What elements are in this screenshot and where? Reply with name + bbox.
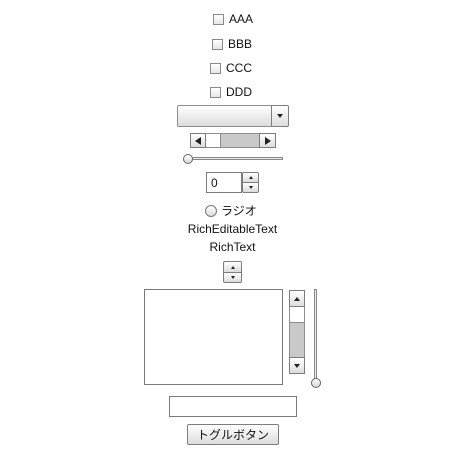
toggle-button[interactable]: トグルボタン xyxy=(187,424,279,445)
radio-circle[interactable] xyxy=(205,204,217,217)
checkbox-bbb-box[interactable] xyxy=(212,38,223,50)
stepper-down-button[interactable] xyxy=(242,182,259,193)
chevron-down-icon xyxy=(277,114,283,118)
arrow-right-icon xyxy=(264,136,271,145)
arrow-left-icon xyxy=(195,136,201,145)
combo-dropdown-button[interactable] xyxy=(271,105,289,127)
horizontal-slider[interactable] xyxy=(183,153,284,165)
vertical-scrollbar[interactable] xyxy=(289,290,305,374)
vertical-scroll-thumb[interactable] xyxy=(290,323,304,357)
checkbox-ccc-label: CCC xyxy=(226,61,252,75)
spinner-down-button[interactable] xyxy=(223,272,242,283)
radio-button[interactable]: ラジオ xyxy=(205,202,257,219)
numeric-stepper-input[interactable]: 0 xyxy=(206,172,242,193)
combo-box[interactable] xyxy=(177,105,289,127)
arrow-up-icon xyxy=(248,176,253,179)
checkbox-ddd-box[interactable] xyxy=(210,86,221,98)
checkbox-ddd[interactable]: DDD xyxy=(210,85,252,99)
horizontal-scrollbar[interactable] xyxy=(190,133,276,148)
scroll-right-button[interactable] xyxy=(259,133,276,148)
rich-editable-text[interactable]: RichEditableText xyxy=(0,222,465,236)
horizontal-slider-thumb[interactable] xyxy=(183,154,193,164)
checkbox-bbb-label: BBB xyxy=(228,37,253,51)
vertical-slider-thumb[interactable] xyxy=(311,378,321,388)
horizontal-slider-track[interactable] xyxy=(187,157,283,160)
checkbox-ddd-label: DDD xyxy=(226,85,252,99)
scroll-left-button[interactable] xyxy=(190,133,206,148)
toggle-button-label: トグルボタン xyxy=(196,428,269,442)
arrow-down-icon xyxy=(230,276,235,279)
horizontal-scroll-thumb[interactable] xyxy=(221,134,259,147)
vertical-scroll-track[interactable] xyxy=(290,307,304,323)
checkbox-bbb[interactable]: BBB xyxy=(212,37,252,51)
combo-box-field[interactable] xyxy=(177,105,272,127)
vertical-slider[interactable] xyxy=(310,289,322,389)
checkbox-aaa-box[interactable] xyxy=(213,13,224,25)
spinner[interactable] xyxy=(223,261,242,283)
radio-label: ラジオ xyxy=(221,204,257,218)
rich-text-content: RichText xyxy=(209,240,256,254)
arrow-down-icon xyxy=(248,186,253,189)
numeric-stepper[interactable]: 0 xyxy=(206,172,259,193)
arrow-up-icon xyxy=(294,296,300,301)
arrow-up-icon xyxy=(230,265,235,269)
checkbox-ccc-box[interactable] xyxy=(210,62,221,74)
text-input[interactable] xyxy=(169,396,297,417)
rich-editable-text-content: RichEditableText xyxy=(187,222,278,236)
rich-text: RichText xyxy=(0,240,465,254)
scroll-up-button[interactable] xyxy=(289,290,305,307)
arrow-down-icon xyxy=(294,363,300,368)
checkbox-ccc[interactable]: CCC xyxy=(210,61,252,75)
checkbox-aaa-label: AAA xyxy=(229,12,254,26)
text-area[interactable] xyxy=(144,289,283,385)
vertical-slider-track[interactable] xyxy=(314,289,317,383)
horizontal-scroll-track[interactable] xyxy=(206,134,221,147)
scroll-down-button[interactable] xyxy=(289,357,305,374)
checkbox-aaa[interactable]: AAA xyxy=(213,12,253,26)
numeric-stepper-value: 0 xyxy=(211,176,218,190)
